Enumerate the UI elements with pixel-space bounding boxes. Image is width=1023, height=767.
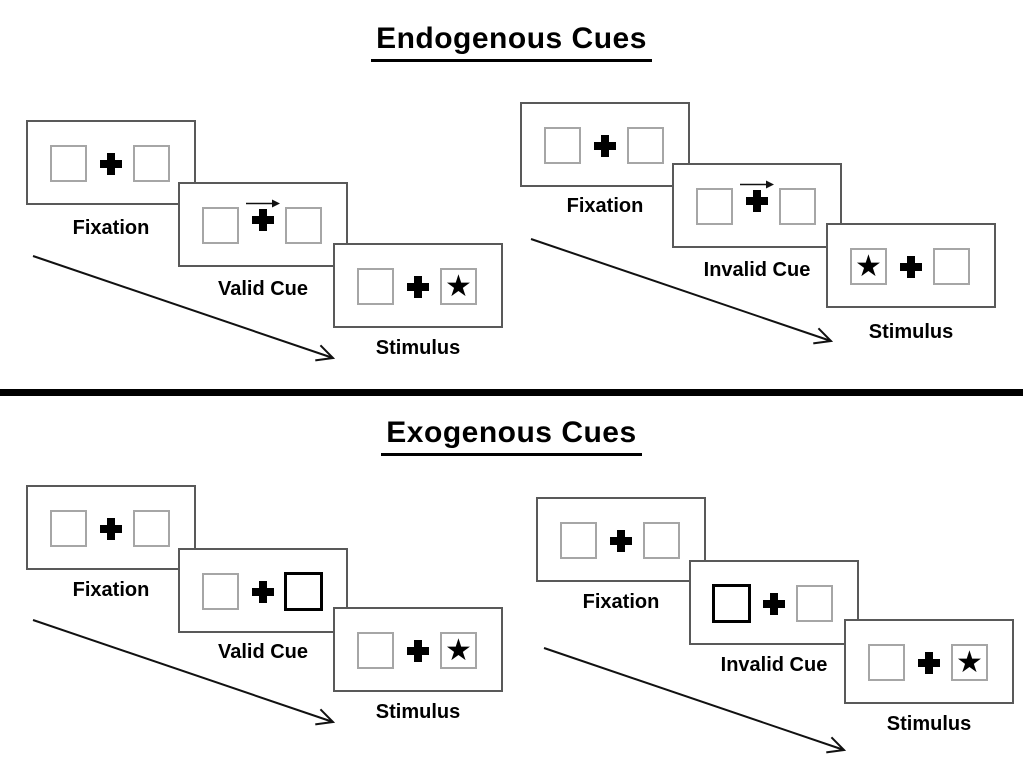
invalid-cue-panel (689, 560, 859, 645)
invalid-cue-panel (672, 163, 842, 248)
section-divider (0, 389, 1023, 396)
panel-label-fixation: Fixation (582, 591, 660, 613)
fixation-cross-icon (252, 209, 274, 231)
right-placeholder-box (933, 248, 970, 285)
stimulus-panel: ★ (844, 619, 1014, 704)
fixation-cross-icon (763, 593, 785, 615)
panel-label-stimulus: Stimulus (375, 337, 461, 359)
stimulus-panel: ★ (826, 223, 996, 308)
fixation-cross-icon (594, 135, 616, 157)
left-target-box: ★ (850, 248, 887, 285)
fixation-panel (26, 120, 196, 205)
left-placeholder-box (868, 644, 905, 681)
panel-label-invalid-cue: Invalid Cue (703, 259, 811, 281)
fixation-cross-icon (100, 518, 122, 540)
left-placeholder-box (696, 188, 733, 225)
fixation-cross-icon (407, 640, 429, 662)
target-star-icon: ★ (445, 634, 472, 667)
cue-arrow-icon (740, 180, 774, 189)
fixation-cross-icon (900, 256, 922, 278)
panel-label-valid-cue: Valid Cue (217, 641, 309, 663)
left-placeholder-box (357, 268, 394, 305)
stimulus-panel: ★ (333, 243, 503, 328)
right-target-box: ★ (440, 268, 477, 305)
sequence-arrow (32, 255, 336, 362)
target-star-icon: ★ (956, 646, 983, 679)
section-title-endogenous: Endogenous Cues (0, 22, 1023, 62)
stimulus-panel: ★ (333, 607, 503, 692)
target-star-icon: ★ (855, 250, 882, 283)
left-placeholder-box (202, 207, 239, 244)
left-placeholder-box (50, 145, 87, 182)
panel-label-stimulus: Stimulus (868, 321, 954, 343)
panel-label-fixation: Fixation (72, 579, 150, 601)
fixation-cross-icon (252, 581, 274, 603)
target-star-icon: ★ (445, 270, 472, 303)
right-placeholder-box (627, 127, 664, 164)
left-placeholder-box (357, 632, 394, 669)
panel-label-fixation: Fixation (72, 217, 150, 239)
right-placeholder-box (285, 207, 322, 244)
panel-label-fixation: Fixation (566, 195, 644, 217)
fixation-panel (520, 102, 690, 187)
fixation-panel (26, 485, 196, 570)
left-placeholder-box (202, 573, 239, 610)
right-placeholder-box (133, 510, 170, 547)
section-title-text: Exogenous Cues (381, 416, 642, 456)
panel-label-stimulus: Stimulus (375, 701, 461, 723)
left-highlighted-cue-box (712, 584, 751, 623)
panel-label-valid-cue: Valid Cue (217, 278, 309, 300)
valid-cue-panel (178, 182, 348, 267)
sequence-arrow (530, 238, 834, 345)
right-highlighted-cue-box (284, 572, 323, 611)
fixation-cross-icon (407, 276, 429, 298)
fixation-cross-icon (610, 530, 632, 552)
right-target-box: ★ (440, 632, 477, 669)
left-placeholder-box (50, 510, 87, 547)
right-target-box: ★ (951, 644, 988, 681)
section-title-exogenous: Exogenous Cues (0, 416, 1023, 456)
left-placeholder-box (560, 522, 597, 559)
sequence-arrow (32, 619, 336, 726)
right-placeholder-box (133, 145, 170, 182)
cue-arrow-icon (246, 199, 280, 208)
valid-cue-panel (178, 548, 348, 633)
sequence-arrow (543, 647, 847, 754)
fixation-cross-icon (100, 153, 122, 175)
fixation-cross-icon (746, 190, 768, 212)
right-placeholder-box (796, 585, 833, 622)
fixation-panel (536, 497, 706, 582)
right-placeholder-box (643, 522, 680, 559)
panel-label-stimulus: Stimulus (886, 713, 972, 735)
left-placeholder-box (544, 127, 581, 164)
fixation-cross-icon (918, 652, 940, 674)
panel-label-invalid-cue: Invalid Cue (720, 654, 828, 676)
section-title-text: Endogenous Cues (371, 22, 652, 62)
right-placeholder-box (779, 188, 816, 225)
